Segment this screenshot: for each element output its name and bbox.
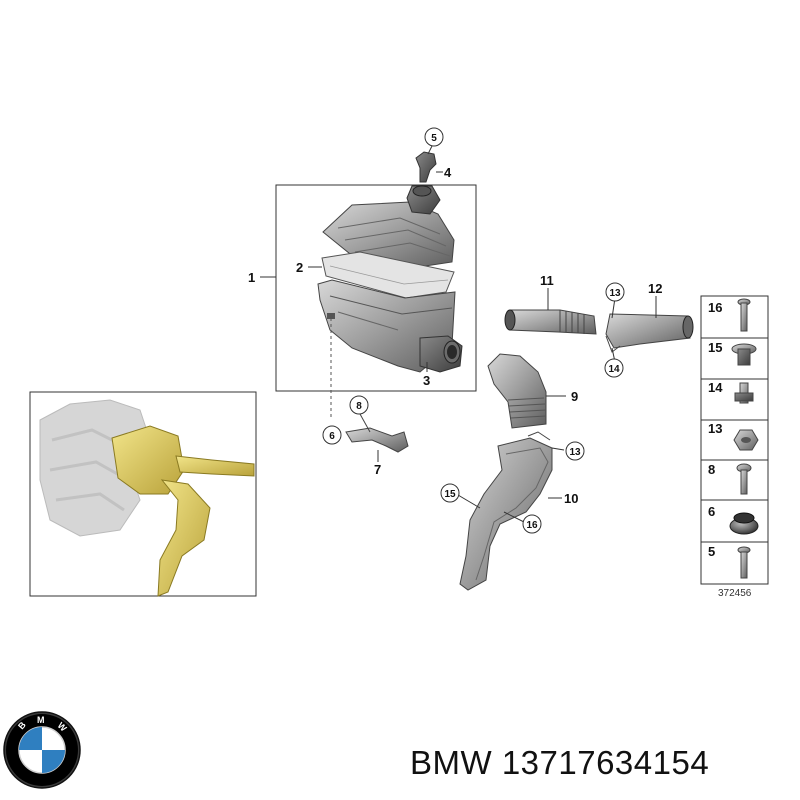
callout-5: 5	[431, 133, 437, 144]
callout-3: 3	[423, 373, 430, 388]
callout-9: 9	[571, 389, 578, 404]
legend-item-14: 14	[708, 380, 723, 395]
callout-16-circle	[522, 514, 542, 534]
grommet-6-icon	[729, 512, 759, 535]
engine-inset-view	[29, 391, 257, 597]
callout-14-circle	[604, 358, 624, 378]
legend-item-15: 15	[708, 340, 722, 355]
callout-5-circle	[424, 127, 444, 147]
air-duct-part-10	[457, 431, 565, 591]
elbow-hose-part-9	[487, 353, 566, 429]
logo-letter-m: M	[37, 715, 45, 725]
callout-15-circle	[440, 483, 460, 503]
bellows-ribs	[559, 310, 585, 334]
callout-10: 10	[564, 491, 578, 506]
nut-13-icon	[733, 429, 759, 451]
intake-hose-part-11	[504, 288, 597, 335]
callout-2: 2	[296, 260, 303, 275]
stud-14-icon	[734, 382, 754, 404]
screw-5-icon	[737, 546, 751, 579]
callout-16: 16	[526, 520, 538, 531]
callout-12: 12	[648, 281, 662, 296]
intake-duct-part-12	[605, 296, 694, 363]
callout-13-upper: 13	[609, 288, 621, 299]
legend-item-13: 13	[708, 421, 722, 436]
intake-pipe-highlight	[175, 455, 255, 477]
bracket-part-4	[415, 151, 443, 183]
air-filter-housing-group	[275, 184, 477, 418]
logo-letter-b: B	[16, 719, 28, 731]
part-number-label: BMW 13717634154	[410, 744, 709, 781]
callout-8-circle	[349, 395, 369, 415]
callout-15: 15	[444, 489, 456, 500]
filter-element	[321, 251, 455, 299]
legend-item-5: 5	[708, 544, 715, 559]
callout-4: 4	[444, 165, 452, 180]
diagram-reference-number: 372456	[718, 588, 752, 599]
screw-16-icon	[737, 298, 751, 332]
callout-13-lower: 13	[569, 447, 581, 458]
callout-1: 1	[248, 270, 255, 285]
callout-6-circle	[322, 425, 342, 445]
callout-13-upper-circle	[605, 282, 625, 302]
rivet-15-icon	[731, 343, 757, 366]
elbow-ribs	[507, 397, 547, 419]
screw-8-icon	[736, 463, 752, 495]
lower-duct-highlight	[157, 479, 211, 597]
callout-8: 8	[356, 401, 362, 412]
callout-11: 11	[540, 273, 554, 288]
callouts: 1 2 3 4 5 6 7 8 9 10 11 12 13 1	[248, 127, 662, 534]
callout-6: 6	[329, 431, 335, 442]
legend-item-8: 8	[708, 462, 715, 477]
callout-13-lower-circle	[565, 441, 585, 461]
assembly-frame	[275, 184, 477, 392]
legend-panel: 16 15 14 13 8 6 5	[700, 295, 769, 599]
callout-14: 14	[608, 364, 620, 375]
callout-7: 7	[374, 462, 381, 477]
legend-item-16: 16	[708, 300, 722, 315]
legend-item-6: 6	[708, 504, 715, 519]
bracket-part-7	[345, 413, 409, 462]
bmw-logo: B M W	[3, 711, 81, 789]
